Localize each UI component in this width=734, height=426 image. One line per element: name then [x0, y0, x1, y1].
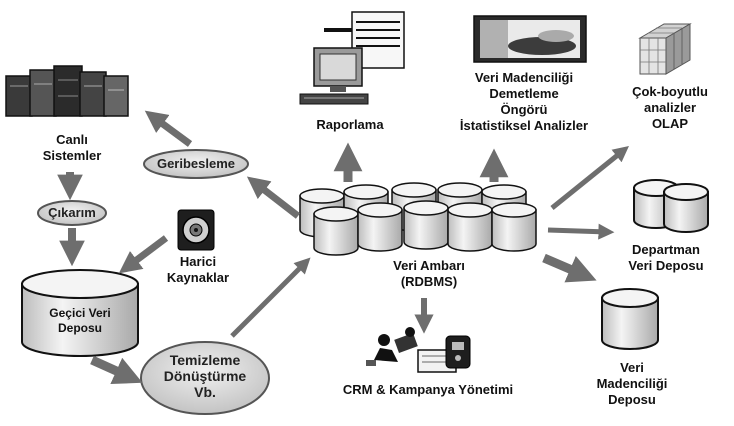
temizleme-label: Temizleme Dönüştürme Vb. [163, 352, 247, 400]
canli-sistemler-label: Canlı Sistemler [42, 132, 102, 163]
raporlama-label: Raporlama [316, 117, 384, 132]
geribesleme-label: Geribesleme [156, 156, 236, 171]
arrow-ambari-to-vmd [542, 253, 597, 283]
server-rack-icon [5, 65, 129, 117]
arrow-ambari-to-olap [550, 145, 629, 210]
arrow-gecici-to-temizleme [90, 355, 143, 385]
data-mining-screen-icon [473, 15, 587, 63]
arrow-ambari-to-geribesleme [246, 176, 301, 219]
harici-kaynaklar-label: Harici Kaynaklar [166, 254, 230, 285]
departman-label: Departman Veri Deposu [628, 242, 704, 273]
arrow-harici-to-gecici [118, 235, 169, 274]
geribesleme-pill [143, 149, 249, 179]
cikarim-pill [37, 200, 107, 226]
flow-arrows [57, 110, 629, 385]
arrow-ambari-to-departman [547, 223, 615, 240]
cikarim-label: Çıkarım [48, 205, 96, 220]
veri-madenciligi-deposu-cylinder [601, 288, 659, 350]
computer-terminal-icon [299, 11, 405, 105]
veri-ambari-cylinder-cluster [299, 182, 537, 256]
crm-people-icon [366, 327, 471, 373]
gecici-veri-deposu-cylinder [21, 269, 139, 357]
crm-label: CRM & Kampanya Yönetimi [342, 382, 514, 397]
arrow-geribesleme-to-canli [144, 110, 193, 147]
veri-madenciligi-deposu-label: Veri Madenciliği Deposu [596, 360, 668, 407]
veri-madenciligi-label: Veri Madenciliği Demetleme Öngörü İstati… [459, 70, 589, 133]
veri-ambari-label: Veri Ambarı (RDBMS) [393, 258, 465, 289]
cube-icon [638, 23, 692, 75]
disk-drive-icon [177, 209, 215, 251]
gecici-veri-deposu-label: Geçici Veri Deposu [49, 306, 111, 335]
arrow-temizleme-to-ambari [230, 257, 311, 338]
departman-veri-deposu-cylinders [633, 179, 709, 233]
olap-label: Çok-boyutlu analizler OLAP [632, 84, 708, 131]
